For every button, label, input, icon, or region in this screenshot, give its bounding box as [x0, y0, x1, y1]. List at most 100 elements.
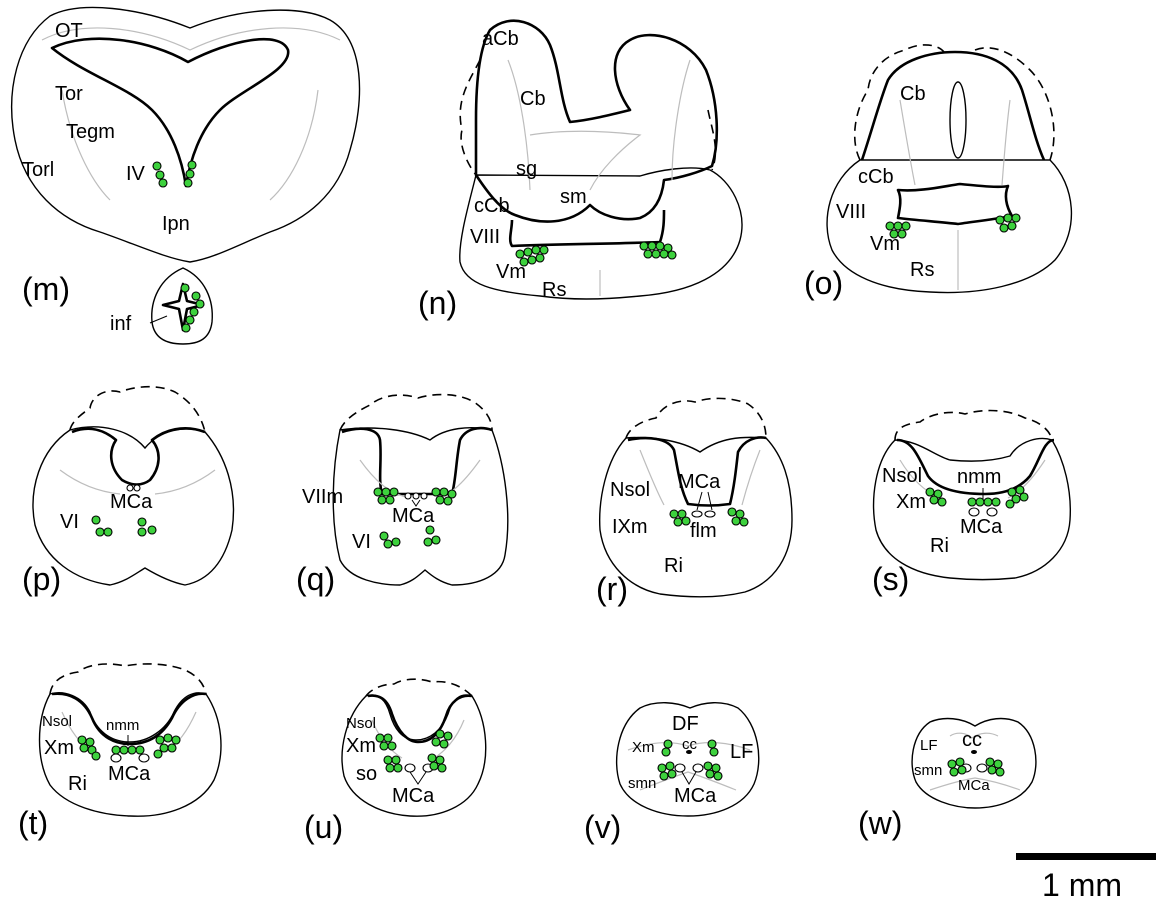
label-LF-v: LF	[730, 741, 753, 763]
cell	[532, 246, 540, 254]
cell	[436, 730, 444, 738]
panel-o: Cb cCb VIII Vm Rs (o)	[804, 45, 1071, 301]
MCa-v-left	[675, 764, 685, 772]
label-Torl: Torl	[22, 159, 54, 181]
label-VIII-o: VIII	[836, 201, 866, 223]
panel-tag-n: (n)	[418, 285, 457, 321]
panel-p: MCa VI (p)	[22, 387, 233, 597]
infundibulum-cells	[181, 284, 204, 332]
section-u-dashed	[366, 679, 472, 696]
label-Xm-t: Xm	[44, 737, 74, 759]
cell	[384, 540, 392, 548]
label-MCa-s: MCa	[960, 516, 1003, 538]
nucleus-VI-q-cells	[380, 526, 440, 548]
cell	[78, 736, 86, 744]
cell	[186, 170, 194, 178]
cell	[432, 738, 440, 746]
MCa-s-right	[987, 508, 997, 516]
label-DF: DF	[672, 713, 699, 735]
MCa-q-2	[413, 493, 419, 499]
cell	[668, 770, 676, 778]
label-VI-q: VI	[352, 531, 371, 553]
cell	[104, 528, 112, 536]
label-cc-w: cc	[962, 729, 982, 751]
cell	[886, 222, 894, 230]
cell	[706, 770, 714, 778]
nucleus-Vm-right-cells	[640, 242, 676, 259]
section-s-dashed	[895, 411, 1052, 440]
panel-tag-r: (r)	[596, 571, 628, 607]
label-flm: flm	[690, 520, 717, 542]
cell	[190, 308, 198, 316]
cell	[660, 772, 668, 780]
panel-tag-t: (t)	[18, 805, 48, 841]
label-MCa-q: MCa	[392, 505, 435, 527]
section-t-dashed	[50, 664, 206, 694]
cell	[740, 518, 748, 526]
cell	[392, 756, 400, 764]
cell	[378, 496, 386, 504]
panel-u: Nsol Xm so MCa (u)	[304, 679, 486, 845]
label-Nsol-r: Nsol	[610, 479, 650, 501]
section-n-boundary-3	[530, 131, 640, 190]
cell	[1008, 222, 1016, 230]
cell	[380, 742, 388, 750]
cerebellum-o	[862, 52, 1044, 160]
label-Xm-s: Xm	[896, 491, 926, 513]
cell	[976, 498, 984, 506]
label-IXm: IXm	[612, 516, 648, 538]
cell	[674, 518, 682, 526]
cell	[902, 222, 910, 230]
label-VIIm: VIIm	[302, 486, 343, 508]
label-Xm-v: Xm	[632, 739, 655, 756]
cell	[432, 488, 440, 496]
cell	[644, 250, 652, 258]
cell	[670, 510, 678, 518]
label-Ipn: Ipn	[162, 213, 190, 235]
nucleus-VI-p-cells	[92, 516, 156, 536]
cell	[138, 518, 146, 526]
label-cCb: cCb	[474, 195, 510, 217]
ventricle-p	[72, 428, 205, 484]
cell	[1006, 500, 1014, 508]
cell	[172, 736, 180, 744]
cell	[524, 248, 532, 256]
label-aCb: aCb	[482, 28, 519, 50]
cell	[984, 498, 992, 506]
label-Nsol-t: Nsol	[42, 713, 72, 730]
label-Ri-r: Ri	[664, 555, 683, 577]
label-Ri-s: Ri	[930, 535, 949, 557]
panel-q: VIIm MCa VI (q)	[296, 395, 508, 597]
cell	[80, 744, 88, 752]
cell	[958, 766, 966, 774]
cell	[92, 516, 100, 524]
panel-n: aCb Cb sg sm cCb VIII Vm Rs (n)	[418, 21, 742, 321]
cerebellum-n	[476, 21, 717, 222]
cell	[708, 740, 716, 748]
section-q-dashed	[340, 395, 492, 430]
label-Cb: Cb	[520, 88, 546, 110]
label-MCa-r: MCa	[678, 471, 721, 493]
section-r-boundary-2	[742, 450, 760, 505]
cell	[164, 734, 172, 742]
cell	[536, 254, 544, 262]
label-Nsol-u: Nsol	[346, 715, 376, 732]
cell	[186, 316, 194, 324]
cell	[656, 242, 664, 250]
cell	[154, 750, 162, 758]
leader-MCa-u	[410, 772, 426, 784]
MCa-t-right	[139, 754, 149, 762]
cell	[930, 496, 938, 504]
cell	[182, 324, 190, 332]
MCa-q-3	[421, 493, 427, 499]
cell	[704, 762, 712, 770]
cell	[384, 756, 392, 764]
label-MCa-t: MCa	[108, 763, 151, 785]
cell	[986, 758, 994, 766]
MCa-q-1	[405, 493, 411, 499]
panel-v: DF cc Xm LF smn MCa (v)	[584, 703, 759, 845]
cell	[92, 752, 100, 760]
nucleus-smn-v-cells	[658, 762, 722, 780]
label-inf: inf	[110, 313, 132, 335]
panel-tag-w: (w)	[858, 805, 902, 841]
